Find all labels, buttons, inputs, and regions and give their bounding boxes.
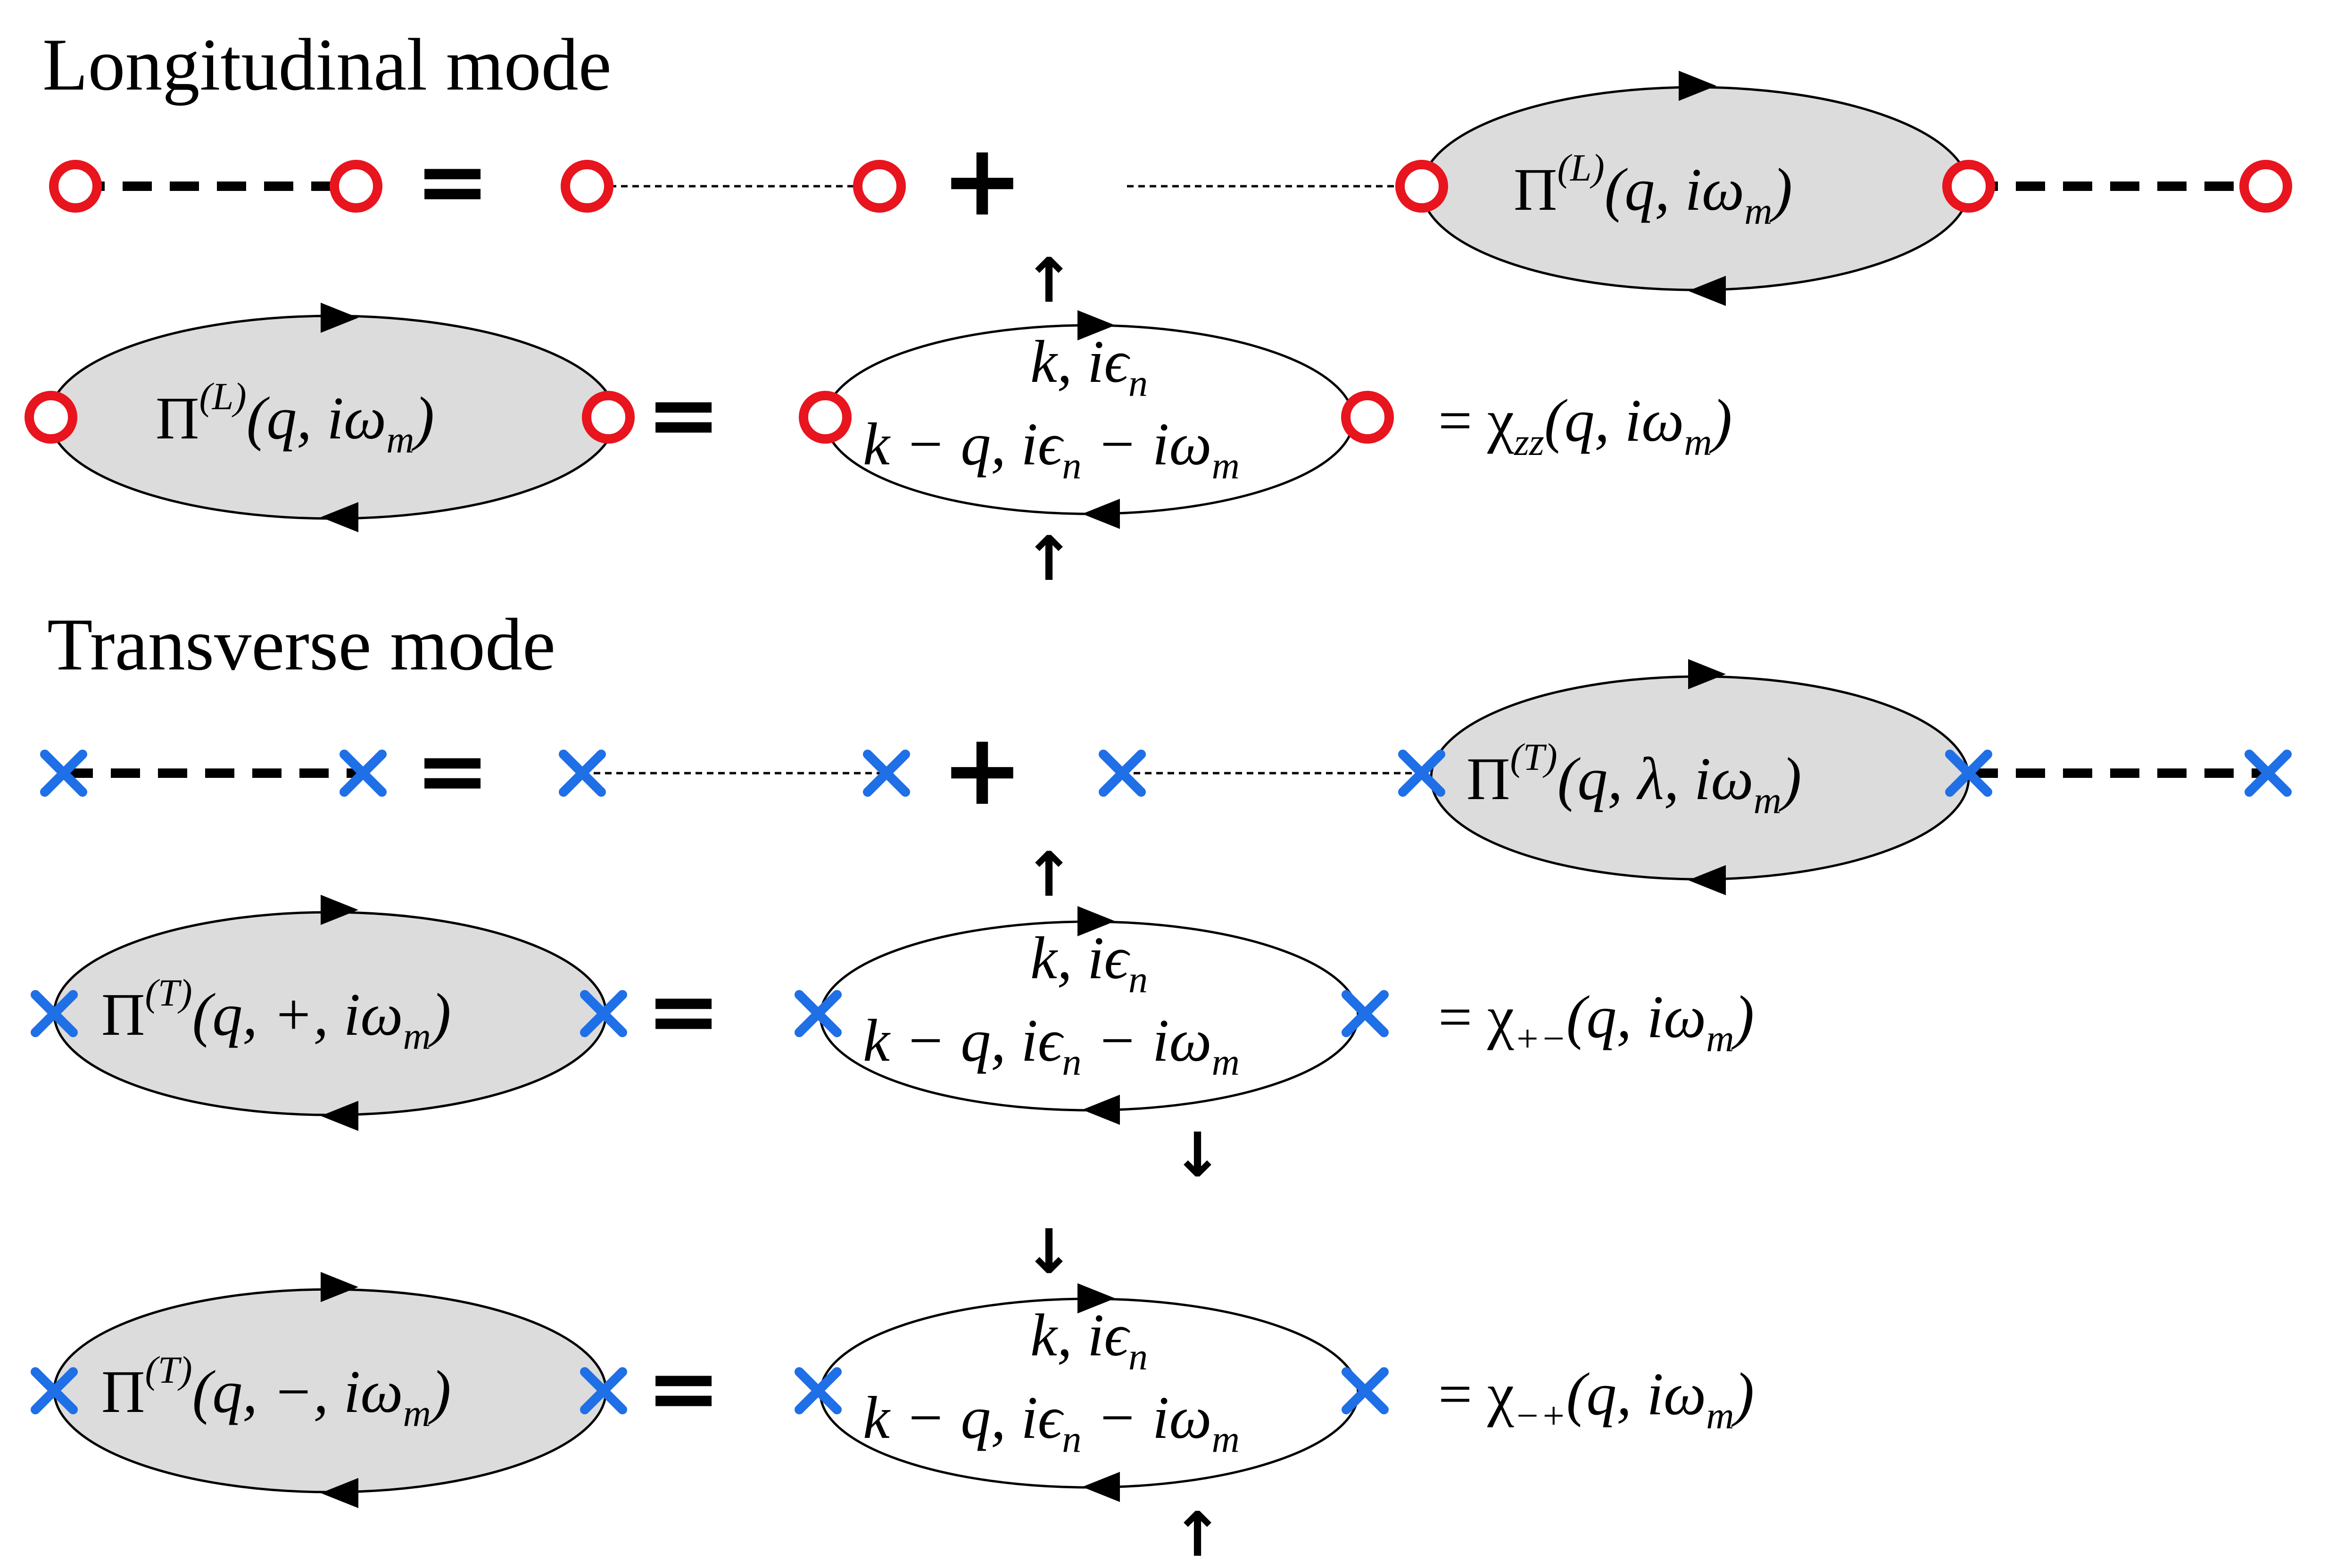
arrow-right-icon xyxy=(1077,310,1115,340)
circle-vertex xyxy=(853,160,906,213)
circle-vertex xyxy=(561,160,613,213)
cross-vertex xyxy=(31,990,78,1037)
equals-sign: = xyxy=(646,959,721,1063)
loop-top-label: k, iϵn xyxy=(1030,924,1148,1001)
equals-sign: = xyxy=(415,718,490,823)
cross-stroke xyxy=(580,990,627,1037)
arrow-right-icon xyxy=(1679,71,1716,101)
circle-vertex xyxy=(1395,160,1448,213)
arrow-left-icon xyxy=(321,1101,358,1131)
arrow-left-icon xyxy=(1688,276,1726,306)
susceptibility-label: = χ+−(q, iωm) xyxy=(1438,983,1754,1060)
bubble-label: Π(L)(q, iωm) xyxy=(156,375,434,461)
arrow-left-icon xyxy=(1082,499,1120,529)
arrow-right-icon xyxy=(321,303,358,333)
cross-stroke xyxy=(31,990,78,1037)
cross-vertex xyxy=(559,750,606,797)
title-transverse-mode: Transverse mode xyxy=(47,603,555,686)
cross-vertex xyxy=(40,750,87,797)
plus-sign: + xyxy=(941,123,1024,238)
susceptibility-label: = χzz(q, iωm) xyxy=(1438,387,1732,463)
cross-vertex xyxy=(31,1367,78,1414)
susceptibility-label: = χ−+(q, iωm) xyxy=(1438,1361,1754,1437)
arrow-right-icon xyxy=(321,1272,358,1302)
cross-stroke xyxy=(559,750,606,797)
circle-vertex xyxy=(1942,160,1995,213)
loop-bottom-label: k − q, iϵn − iωm xyxy=(863,1007,1240,1083)
cross-stroke xyxy=(863,750,910,797)
dyson-equation-transverse: = + Π(T)(q, λ, iωm) xyxy=(40,659,2292,895)
dyson-equation-longitudinal: = + Π(L)(q, iωm) xyxy=(49,71,2292,306)
equals-sign: = xyxy=(646,363,721,467)
arrow-right-icon xyxy=(321,895,358,925)
loop-bottom-label: k − q, iϵn − iωm xyxy=(863,1384,1240,1461)
cross-vertex xyxy=(1099,750,1146,797)
circle-vertex xyxy=(25,391,77,444)
cross-stroke xyxy=(580,1367,627,1414)
loop-bottom-label: k − q, iϵn − iωm xyxy=(863,411,1240,487)
cross-vertex xyxy=(1342,990,1389,1037)
cross-vertex xyxy=(580,990,627,1037)
spin-up-arrow-icon: ↑ xyxy=(1023,245,1075,316)
arrow-right-icon xyxy=(1077,1283,1115,1313)
cross-stroke xyxy=(340,750,387,797)
bubble-label: Π(T)(q, −, iωm) xyxy=(101,1348,451,1435)
cross-vertex xyxy=(580,1367,627,1414)
plus-sign: + xyxy=(941,712,1024,827)
cross-vertex xyxy=(795,990,842,1037)
arrow-right-icon xyxy=(1688,659,1726,689)
cross-vertex xyxy=(1342,1367,1389,1414)
cross-stroke xyxy=(1398,750,1445,797)
circle-vertex xyxy=(2239,160,2292,213)
spin-down-arrow-icon: ↓ xyxy=(1023,1216,1075,1287)
arrow-left-icon xyxy=(1688,865,1726,895)
polarization-equation-transverse-minus: Π(T)(q, −, iωm) = k, iϵn k − q, iϵn − iω… xyxy=(31,1216,1754,1568)
cross-stroke xyxy=(31,1367,78,1414)
loop-top-label: k, iϵn xyxy=(1030,1302,1148,1378)
cross-vertex xyxy=(340,750,387,797)
spin-up-arrow-icon: ↑ xyxy=(1023,523,1075,594)
cross-vertex xyxy=(795,1367,842,1414)
cross-vertex xyxy=(1945,750,1992,797)
arrow-right-icon xyxy=(1077,906,1115,936)
bubble-label: Π(L)(q, iωm) xyxy=(1514,146,1792,232)
equals-sign: = xyxy=(646,1336,721,1440)
cross-vertex xyxy=(1398,750,1445,797)
circle-vertex xyxy=(49,160,102,213)
circle-vertex xyxy=(582,391,635,444)
bubble-label: Π(T)(q, +, iωm) xyxy=(101,971,451,1057)
polarization-equation-longitudinal: Π(L)(q, iωm) = k, iϵn k − q, iϵn − iωm ↑… xyxy=(25,245,1732,594)
cross-stroke xyxy=(40,750,87,797)
bubble-label: Π(T)(q, λ, iωm) xyxy=(1466,735,1802,822)
cross-stroke xyxy=(1099,750,1146,797)
spin-down-arrow-icon: ↓ xyxy=(1172,1119,1223,1191)
cross-stroke xyxy=(795,990,842,1037)
cross-stroke xyxy=(795,1367,842,1414)
cross-vertex xyxy=(863,750,910,797)
cross-stroke xyxy=(1342,1367,1389,1414)
polarization-equation-transverse-plus: Π(T)(q, +, iωm) = k, iϵn k − q, iϵn − iω… xyxy=(31,839,1754,1191)
cross-stroke xyxy=(1945,750,1992,797)
circle-vertex xyxy=(799,391,852,444)
cross-stroke xyxy=(1342,990,1389,1037)
equals-sign: = xyxy=(415,129,490,233)
arrow-left-icon xyxy=(321,1478,358,1508)
cross-vertex xyxy=(2245,750,2292,797)
arrow-left-icon xyxy=(321,502,358,532)
title-longitudinal-mode: Longitudinal mode xyxy=(42,24,612,106)
cross-stroke xyxy=(2245,750,2292,797)
loop-top-label: k, iϵn xyxy=(1030,328,1148,404)
arrow-left-icon xyxy=(1082,1095,1120,1125)
spin-up-arrow-icon: ↑ xyxy=(1172,1499,1223,1568)
circle-vertex xyxy=(1341,391,1394,444)
circle-vertex xyxy=(330,160,382,213)
arrow-left-icon xyxy=(1082,1472,1120,1502)
spin-up-arrow-icon: ↑ xyxy=(1023,839,1075,910)
